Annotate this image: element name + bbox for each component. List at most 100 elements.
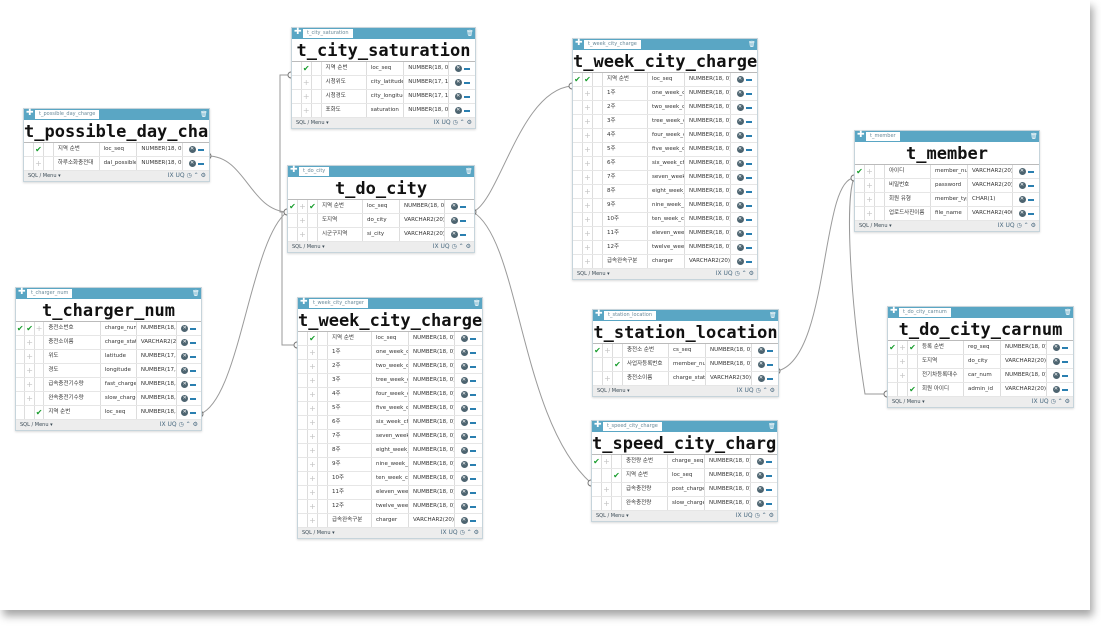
- primary-key-check[interactable]: [298, 486, 308, 499]
- primary-key-check[interactable]: [573, 129, 583, 142]
- primary-key-check[interactable]: ✔: [16, 322, 26, 335]
- primary-key-check[interactable]: ✔: [573, 73, 583, 86]
- foreign-key-check[interactable]: [593, 227, 603, 240]
- remove-column-icon[interactable]: ✕: [454, 79, 462, 86]
- foreign-key-check[interactable]: +: [35, 322, 45, 335]
- not-null-check[interactable]: [898, 383, 908, 396]
- not-null-check[interactable]: +: [298, 200, 308, 213]
- primary-key-check[interactable]: [573, 101, 583, 114]
- column-options-icon[interactable]: [766, 349, 773, 352]
- remove-column-icon[interactable]: ✕: [736, 160, 744, 167]
- primary-key-check[interactable]: [16, 378, 26, 391]
- foreign-key-check[interactable]: ✔: [35, 406, 45, 419]
- remove-column-icon[interactable]: ✕: [181, 339, 189, 346]
- column-options-icon[interactable]: [1061, 346, 1068, 349]
- primary-key-check[interactable]: ✔: [592, 455, 602, 468]
- sql-menu-button[interactable]: SQL / Menu ▾: [892, 399, 925, 405]
- sql-menu-button[interactable]: SQL / Menu ▾: [20, 422, 53, 428]
- not-null-check[interactable]: +: [583, 255, 593, 268]
- column-options-icon[interactable]: [765, 474, 772, 477]
- not-null-check[interactable]: +: [308, 458, 318, 471]
- primary-key-check[interactable]: ✔: [288, 200, 298, 213]
- foreign-key-check[interactable]: [875, 165, 885, 178]
- remove-column-icon[interactable]: ✕: [1052, 344, 1060, 351]
- not-null-check[interactable]: +: [26, 392, 35, 405]
- not-null-check[interactable]: +: [583, 129, 593, 142]
- primary-key-check[interactable]: [573, 157, 583, 170]
- primary-key-check[interactable]: [16, 406, 26, 419]
- remove-column-icon[interactable]: ✕: [188, 160, 196, 167]
- delete-table-icon[interactable]: 🗑: [466, 30, 474, 37]
- column-options-icon[interactable]: [469, 505, 476, 508]
- foreign-key-check[interactable]: [308, 214, 318, 227]
- foreign-key-check[interactable]: ✔: [613, 358, 623, 371]
- table-footer-icons[interactable]: IX UQ ◷ ⌃ ⚙: [997, 222, 1036, 229]
- foreign-key-check[interactable]: [593, 241, 603, 254]
- table-footer-icons[interactable]: IX UQ ◷ ⌃ ⚙: [735, 512, 774, 519]
- sql-menu-button[interactable]: SQL / Menu ▾: [296, 120, 329, 126]
- not-null-check[interactable]: +: [583, 157, 593, 170]
- foreign-key-check[interactable]: [593, 157, 603, 170]
- remove-column-icon[interactable]: ✕: [181, 353, 189, 360]
- not-null-check[interactable]: +: [603, 344, 613, 357]
- foreign-key-check[interactable]: [308, 228, 318, 241]
- foreign-key-check[interactable]: [318, 374, 328, 387]
- not-null-check[interactable]: +: [308, 444, 318, 457]
- remove-column-icon[interactable]: ✕: [736, 146, 744, 153]
- remove-column-icon[interactable]: ✕: [460, 349, 468, 356]
- column-options-icon[interactable]: [1027, 198, 1034, 201]
- column-options-icon[interactable]: [745, 218, 752, 221]
- remove-column-icon[interactable]: ✕: [460, 489, 468, 496]
- foreign-key-check[interactable]: [593, 185, 603, 198]
- remove-column-icon[interactable]: ✕: [736, 104, 744, 111]
- primary-key-check[interactable]: [592, 497, 602, 510]
- column-options-icon[interactable]: [745, 162, 752, 165]
- not-null-check[interactable]: +: [26, 378, 35, 391]
- foreign-key-check[interactable]: [318, 360, 328, 373]
- not-null-check[interactable]: +: [298, 214, 308, 227]
- column-options-icon[interactable]: [463, 109, 470, 112]
- remove-column-icon[interactable]: ✕: [756, 472, 764, 479]
- primary-key-check[interactable]: [298, 444, 308, 457]
- primary-key-check[interactable]: [573, 171, 583, 184]
- not-null-check[interactable]: +: [34, 157, 44, 170]
- primary-key-check[interactable]: [298, 458, 308, 471]
- primary-key-check[interactable]: [888, 369, 898, 382]
- column-options-icon[interactable]: [745, 106, 752, 109]
- column-options-icon[interactable]: [469, 421, 476, 424]
- remove-column-icon[interactable]: ✕: [181, 367, 189, 374]
- primary-key-check[interactable]: [292, 76, 302, 89]
- not-null-check[interactable]: +: [865, 179, 875, 192]
- not-null-check[interactable]: [603, 358, 613, 371]
- foreign-key-check[interactable]: [612, 455, 622, 468]
- table-footer-icons[interactable]: IX UQ ◷ ⌃ ⚙: [715, 270, 754, 277]
- remove-column-icon[interactable]: ✕: [736, 188, 744, 195]
- sql-menu-button[interactable]: SQL / Menu ▾: [596, 513, 629, 519]
- add-column-icon[interactable]: ✚: [857, 130, 865, 140]
- column-options-icon[interactable]: [1027, 184, 1034, 187]
- remove-column-icon[interactable]: ✕: [454, 65, 462, 72]
- primary-key-check[interactable]: [573, 143, 583, 156]
- column-options-icon[interactable]: [459, 219, 466, 222]
- not-null-check[interactable]: +: [302, 76, 312, 89]
- delete-table-icon[interactable]: 🗑: [748, 41, 756, 48]
- column-options-icon[interactable]: [469, 519, 476, 522]
- not-null-check[interactable]: +: [603, 372, 613, 385]
- primary-key-check[interactable]: [298, 514, 308, 527]
- foreign-key-check[interactable]: [318, 416, 328, 429]
